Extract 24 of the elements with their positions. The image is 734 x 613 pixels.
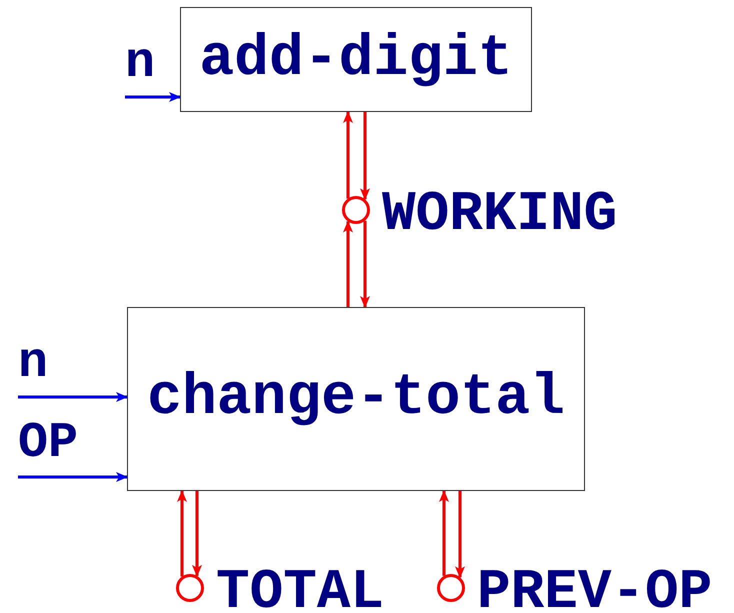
arrow (192, 491, 202, 577)
process-label: change-total (147, 370, 565, 428)
edge-label: OP (18, 419, 78, 469)
arrow (343, 220, 353, 307)
arrow (18, 392, 128, 402)
arrow (125, 92, 181, 102)
node-caption: WORKING (382, 186, 618, 242)
edge-label: n (125, 39, 156, 89)
node-caption: TOTAL (216, 564, 384, 613)
arrow (18, 472, 128, 482)
arrow (360, 220, 370, 308)
arrow (455, 491, 465, 578)
arrow (360, 112, 370, 200)
arrow (439, 490, 449, 576)
junction-circle (437, 574, 465, 602)
process-label: add-digit (199, 30, 513, 88)
node-caption: PREV-OP (477, 564, 712, 613)
junction-circle (342, 196, 370, 224)
arrow (177, 490, 187, 576)
arrow (343, 111, 353, 198)
process-box (180, 7, 532, 112)
edge-label: n (18, 339, 48, 389)
junction-circle (176, 574, 204, 602)
process-box (127, 307, 585, 491)
